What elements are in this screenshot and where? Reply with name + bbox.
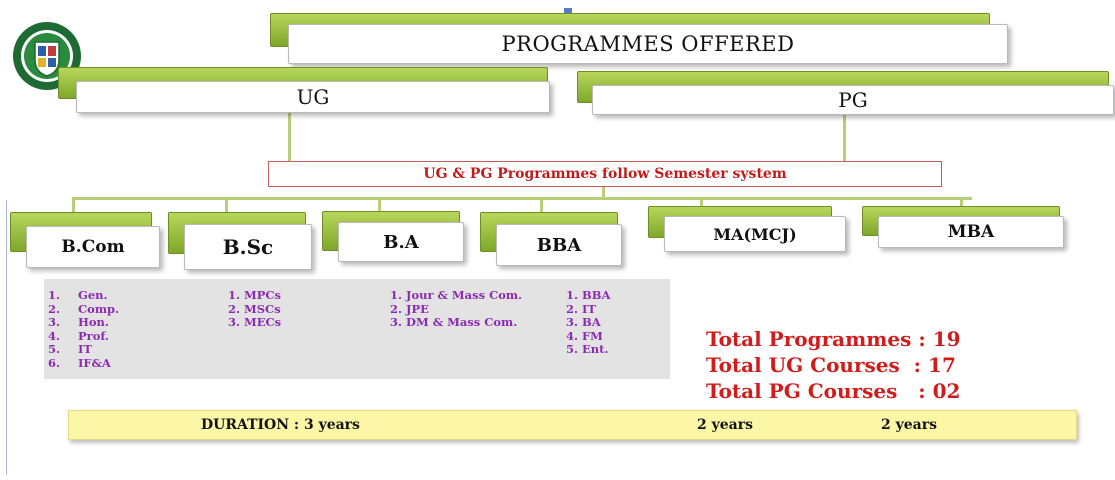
pg-box: PG — [592, 85, 1114, 115]
list-item: 3. DM & Mass Com. — [390, 315, 518, 329]
list-item: 1. MPCs — [228, 288, 282, 302]
bcom-courses: 1.Gen. 2.Comp. 3.Hon. 4.Prof. 5.IT 6.IF&… — [48, 288, 120, 370]
programme-bba: BBA — [496, 224, 622, 266]
list-item: 2.Comp. — [48, 301, 120, 316]
total-ug-courses: Total UG Courses : 17 — [706, 353, 956, 377]
programme-bsc: B.Sc — [184, 224, 312, 270]
duration-bar: DURATION : 3 years 2 years 2 years — [68, 410, 1077, 440]
total-pg-courses: Total PG Courses : 02 — [706, 379, 961, 403]
list-item: 2. JPE — [390, 301, 429, 316]
list-item: 2. IT — [566, 301, 596, 316]
ba-courses: 1. Jour & Mass Com. 2. JPE 3. DM & Mass … — [390, 288, 523, 330]
list-item: 1. Jour & Mass Com. — [390, 288, 523, 302]
note-stem — [602, 185, 605, 197]
bsc-courses: 1. MPCs 2. MSCs 3. MECs — [228, 288, 282, 330]
ug-box: UG — [76, 81, 550, 113]
duration-mba: 2 years — [881, 417, 937, 433]
programme-ba: B.A — [338, 222, 464, 262]
list-item: 3.Hon. — [48, 315, 109, 329]
programme-bcom: B.Com — [26, 226, 160, 268]
duration-ug: DURATION : 3 years — [201, 417, 360, 433]
list-item: 2. MSCs — [228, 301, 281, 316]
total-programmes: Total Programmes : 19 — [706, 327, 961, 351]
programmes-connector — [72, 197, 972, 200]
list-item: 1.Gen. — [48, 288, 108, 302]
list-item: 4.Prof. — [48, 328, 109, 343]
list-item: 5. Ent. — [566, 342, 609, 356]
programme-mba: MBA — [878, 216, 1064, 248]
pg-connector — [843, 111, 846, 162]
list-item: 3. MECs — [228, 315, 282, 329]
list-item: 3. BA — [566, 315, 601, 329]
ug-connector — [288, 111, 291, 162]
slide-left-border — [6, 200, 7, 475]
semester-note: UG & PG Programmes follow Semester syste… — [268, 161, 942, 187]
page-title: PROGRAMMES OFFERED — [288, 24, 1008, 64]
totals-summary: Total Programmes : 19 Total UG Courses :… — [706, 326, 961, 404]
list-item: 6.IF&A — [48, 355, 111, 370]
duration-ma: 2 years — [697, 417, 753, 433]
programme-ma-mcj: MA(MCJ) — [664, 216, 846, 252]
selection-handle — [564, 8, 572, 14]
courses-panel — [44, 279, 670, 379]
list-item: 1. BBA — [566, 288, 611, 302]
list-item: 4. FM — [566, 328, 603, 343]
list-item: 5.IT — [48, 342, 92, 356]
bba-courses: 1. BBA 2. IT 3. BA 4. FM 5. Ent. — [566, 288, 611, 357]
